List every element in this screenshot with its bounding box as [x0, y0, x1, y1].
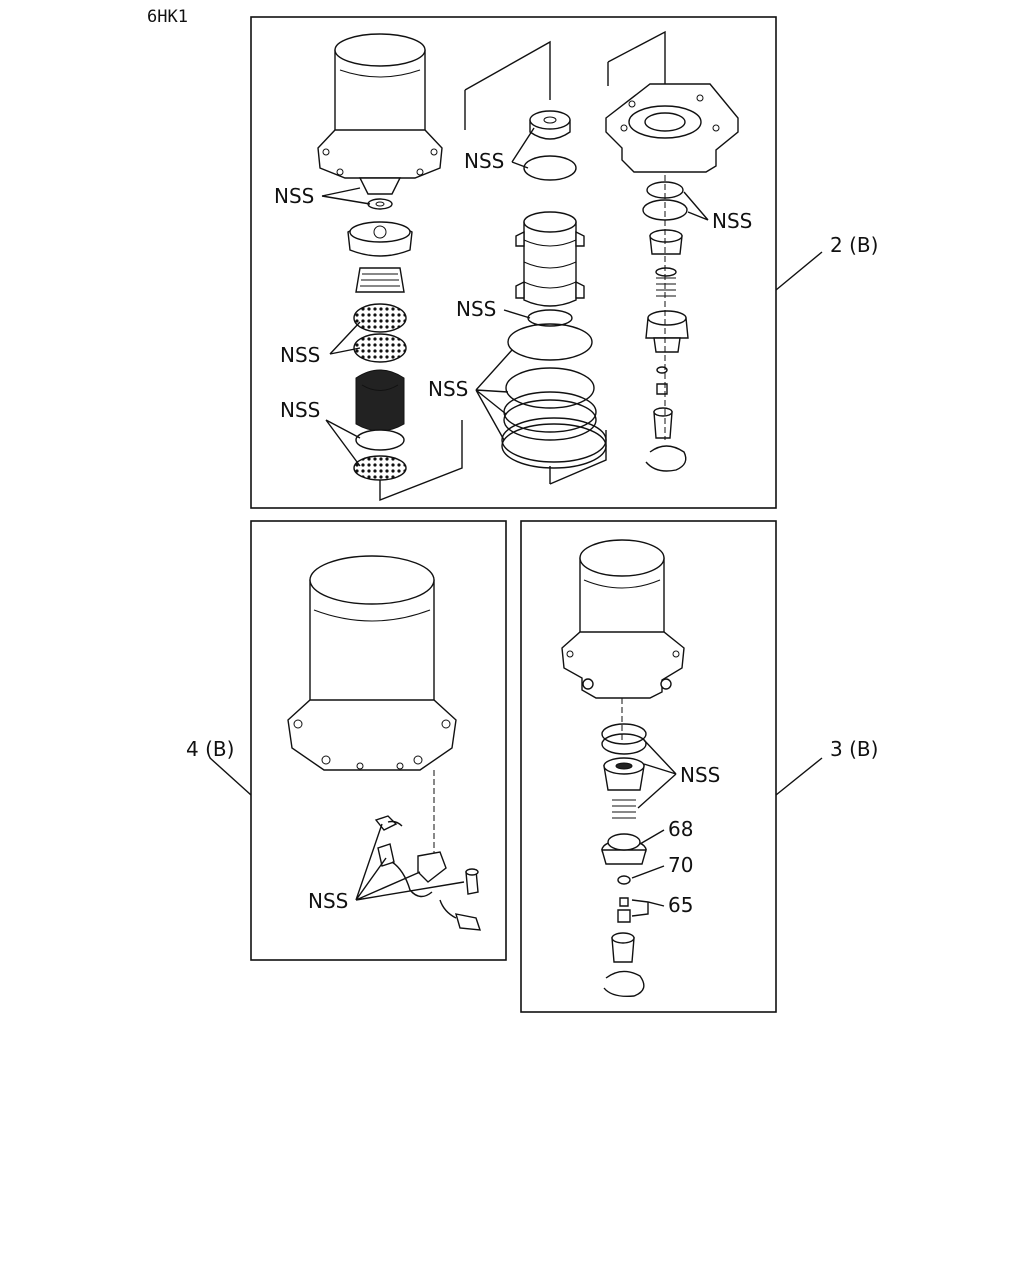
leader-65 — [631, 899, 665, 917]
leader-70 — [631, 865, 665, 879]
panel-group-3: 3 (B) NSS — [520, 520, 878, 1013]
panel-group-4: 4 (B) NSS — [186, 520, 507, 961]
callout-leader-3 — [775, 757, 823, 796]
nss-label: NSS — [428, 377, 468, 401]
leader-68 — [639, 829, 665, 845]
nss-label: NSS — [280, 343, 320, 367]
model-code: 6HK1 — [147, 7, 188, 27]
nss-label: NSS — [456, 297, 496, 321]
part-number-65: 65 — [668, 893, 693, 917]
part-number-70: 70 — [668, 853, 693, 877]
canister-assembly-p3 — [561, 539, 685, 998]
callout-leader-2 — [775, 251, 823, 291]
piston-assembly-middle — [464, 40, 607, 485]
panel-frame-2 — [250, 16, 777, 509]
valve-body-assembly-right — [605, 30, 739, 472]
nss-label: NSS — [308, 889, 348, 913]
part-number-68: 68 — [668, 817, 693, 841]
panel-group-2: 2 (B) — [250, 16, 878, 509]
callout-label-3: 3 (B) — [830, 737, 878, 761]
callout-leader-4 — [209, 757, 252, 796]
nss-label: NSS — [280, 398, 320, 422]
nss-label: NSS — [464, 149, 504, 173]
panel-frame-3 — [520, 520, 777, 1013]
nss-label: NSS — [274, 184, 314, 208]
nss-leaders-p4 — [355, 823, 465, 901]
canister-assembly-left — [317, 33, 463, 502]
panel-frame-4 — [250, 520, 507, 961]
callout-label-4: 4 (B) — [186, 737, 234, 761]
callout-label-2: 2 (B) — [830, 233, 878, 257]
nss-label: NSS — [712, 209, 752, 233]
nss-label-group-p2: NSS NSS NSS NSS NSS NSS NSS — [274, 127, 752, 467]
sensor-harness-p4 — [374, 815, 482, 931]
nss-label: NSS — [680, 763, 720, 787]
canister-assembly-p4 — [287, 555, 457, 856]
nss-leaders-p3 — [637, 739, 677, 809]
